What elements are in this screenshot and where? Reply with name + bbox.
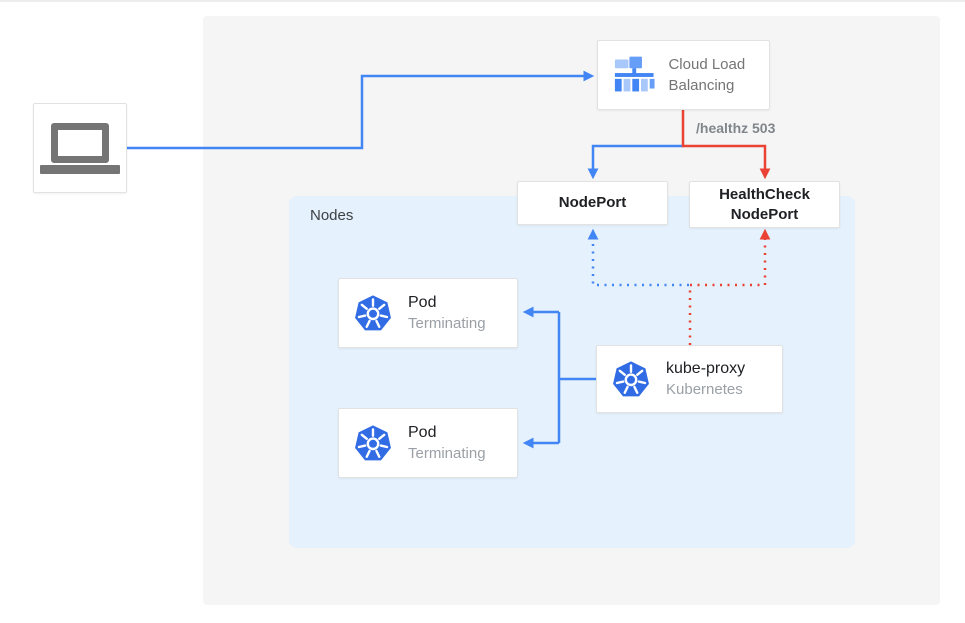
pod-2-status: Terminating xyxy=(408,445,486,462)
pod-1-node: Pod Terminating xyxy=(338,278,518,348)
cloud-load-balancing-node: Cloud Load Balancing xyxy=(597,40,770,110)
kubernetes-icon xyxy=(613,361,649,397)
kube-proxy-label: kube-proxy xyxy=(666,360,746,377)
healthz-edge-label: /healthz 503 xyxy=(696,120,776,136)
healthcheck-nodeport-label: HealthCheck NodePort xyxy=(719,186,810,223)
client-node xyxy=(33,103,127,193)
pod-2-label: Pod xyxy=(408,424,437,441)
nodeport-node: NodePort xyxy=(517,181,668,225)
laptop-icon xyxy=(40,122,120,174)
nodes-group-label: Nodes xyxy=(310,207,354,224)
pod-1-status: Terminating xyxy=(408,315,486,332)
kube-proxy-node: kube-proxy Kubernetes xyxy=(596,345,783,413)
nodeport-label: NodePort xyxy=(558,194,627,212)
pod-2-node: Pod Terminating xyxy=(338,408,518,478)
cloud-load-balancing-label: Cloud Load Balancing xyxy=(668,56,746,94)
top-divider xyxy=(0,0,965,2)
kubernetes-icon xyxy=(355,295,391,331)
kubernetes-icon xyxy=(355,425,391,461)
cloud-load-balancing-icon xyxy=(614,56,655,92)
kube-proxy-sublabel: Kubernetes xyxy=(666,381,743,398)
healthcheck-nodeport-node: HealthCheck NodePort xyxy=(689,181,840,228)
pod-1-label: Pod xyxy=(408,294,437,311)
